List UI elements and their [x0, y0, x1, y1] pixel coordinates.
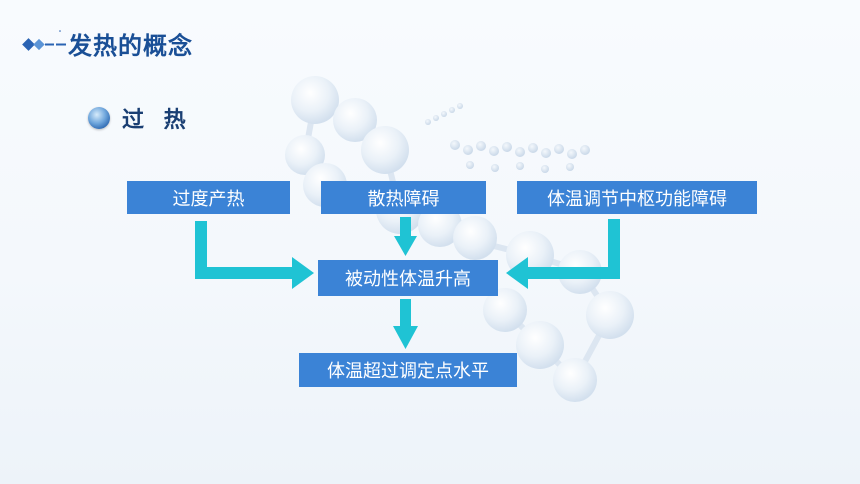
diamond-chain-icon	[20, 28, 68, 64]
title-bar: 发热的概念	[20, 28, 193, 64]
cause-box-thermoregulation: 体温调节中枢功能障碍	[517, 181, 757, 214]
section-heading: 过 热	[88, 102, 192, 134]
result-box-above-setpoint: 体温超过调定点水平	[299, 353, 517, 387]
arrow-middle-down	[394, 217, 417, 256]
cause-box-heat-dissipation: 散热障碍	[321, 181, 486, 214]
arrow-left-elbow	[195, 221, 314, 289]
effect-box-passive-rise: 被动性体温升高	[318, 260, 498, 296]
section-title: 过 热	[122, 108, 192, 133]
cause-box-excess-heat: 过度产热	[127, 181, 290, 214]
arrow-right-elbow	[506, 219, 620, 289]
blue-orb-icon	[88, 107, 110, 129]
arrow-bottom-down	[393, 299, 418, 349]
page-title: 发热的概念	[68, 32, 193, 60]
